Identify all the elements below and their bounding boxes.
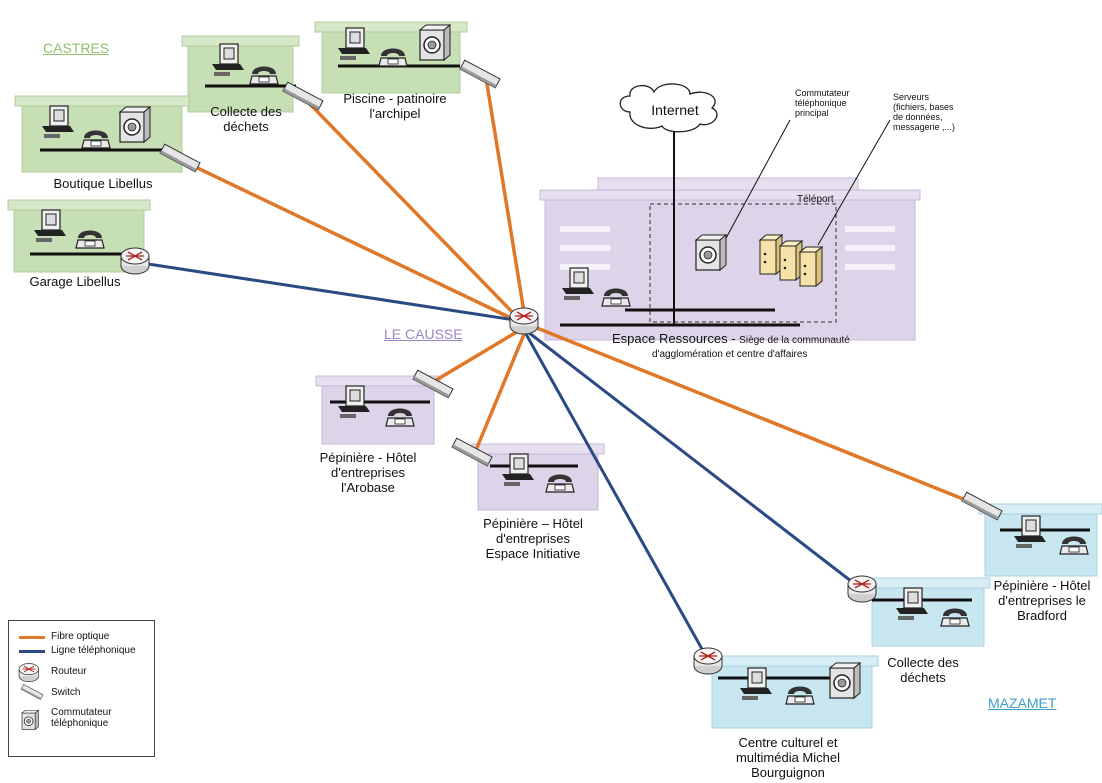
label-arobase: Pépinière - Hôtel d'entreprises l'Arobas… xyxy=(319,450,417,495)
label-espace-initiative: Pépinière – Hôtel d'entreprises Espace I… xyxy=(483,516,583,561)
pbx-icon xyxy=(829,662,861,699)
label-collecte-castres: Collecte des déchets xyxy=(210,104,282,134)
legend-fibre-swatch xyxy=(19,636,45,639)
fibre-link-piscine xyxy=(484,77,526,313)
router-icon xyxy=(18,663,40,682)
callout-lines xyxy=(724,119,891,246)
building-collecte-castres xyxy=(181,35,300,113)
label-espace-ressources-main: Espace Ressources - xyxy=(612,331,740,346)
teleport-zone xyxy=(649,203,837,323)
label-bradford: Pépinière - Hôtel d'entreprises le Bradf… xyxy=(993,578,1091,623)
label-internet: Internet xyxy=(651,102,699,118)
label-espace-ressources-sub2: d'agglomération et centre d'affaires xyxy=(652,349,808,360)
label-piscine: Piscine - patinoire l'archipel xyxy=(343,91,447,121)
label-centre-culturel: Centre culturel et multimédia Michel Bou… xyxy=(735,735,841,780)
city-mazamet: MAZAMET xyxy=(988,695,1057,711)
pbx-icon xyxy=(21,709,39,730)
cloud-icon xyxy=(619,83,718,133)
pbx-icon xyxy=(419,24,451,61)
switch-icon xyxy=(459,59,501,89)
building-espace-ressources xyxy=(539,177,921,341)
label-teleport: Téléport xyxy=(797,194,834,205)
label-espace-ressources-sub: Siège de la communauté xyxy=(739,335,850,346)
phone-links xyxy=(134,260,861,659)
building-espace-initiative xyxy=(471,443,605,511)
central-router xyxy=(509,307,539,335)
fibre-link-bradford xyxy=(531,324,979,507)
building-arobase xyxy=(315,375,441,445)
legend-phone-label: Ligne téléphonique xyxy=(51,645,136,656)
label-boutique: Boutique Libellus xyxy=(53,176,153,191)
fibre-link-collecte-castres xyxy=(304,98,520,320)
server-icon xyxy=(759,234,783,275)
city-le-causse: LE CAUSSE xyxy=(384,326,463,342)
router-icon xyxy=(120,247,150,275)
building-collecte-mazamet xyxy=(865,577,991,647)
legend-routeur-label: Routeur xyxy=(51,666,87,677)
legend-phone-swatch xyxy=(19,650,45,653)
legend-fibre-label: Fibre optique xyxy=(51,631,110,642)
switch-icon xyxy=(20,684,44,700)
router-icon xyxy=(847,575,877,603)
label-garage: Garage Libellus xyxy=(29,274,121,289)
legend-switch-label: Switch xyxy=(51,687,81,698)
fibre-link-arobase xyxy=(427,328,521,387)
server-icon xyxy=(799,246,823,287)
pbx-icon xyxy=(119,106,151,143)
server-icon xyxy=(779,240,803,281)
legend: Fibre optique Ligne téléphonique Routeur… xyxy=(8,620,155,757)
router-icon xyxy=(509,307,539,335)
building-bradford xyxy=(978,503,1102,577)
phone-link-garage xyxy=(134,260,516,322)
phone-link-centre-culturel xyxy=(524,333,709,659)
label-commutateur-principal: Commutateur téléphonique principal xyxy=(795,88,850,118)
fibre-link-boutique xyxy=(184,160,516,322)
label-espace-ressources: Espace Ressources - Siège de la communau… xyxy=(612,331,922,348)
label-collecte-mazamet: Collecte des déchets xyxy=(887,655,959,685)
city-castres: CASTRES xyxy=(43,40,110,56)
fibre-link-espace-initiative xyxy=(474,331,527,451)
legend-commutateur-label: Commutateur téléphonique xyxy=(51,707,112,729)
label-serveurs: Serveurs (fichiers, bases de données, me… xyxy=(893,92,956,132)
phone-link-collecte-mazamet xyxy=(527,330,861,590)
pbx-icon xyxy=(695,234,727,271)
router-icon xyxy=(693,647,723,675)
fibre-links xyxy=(184,77,979,507)
